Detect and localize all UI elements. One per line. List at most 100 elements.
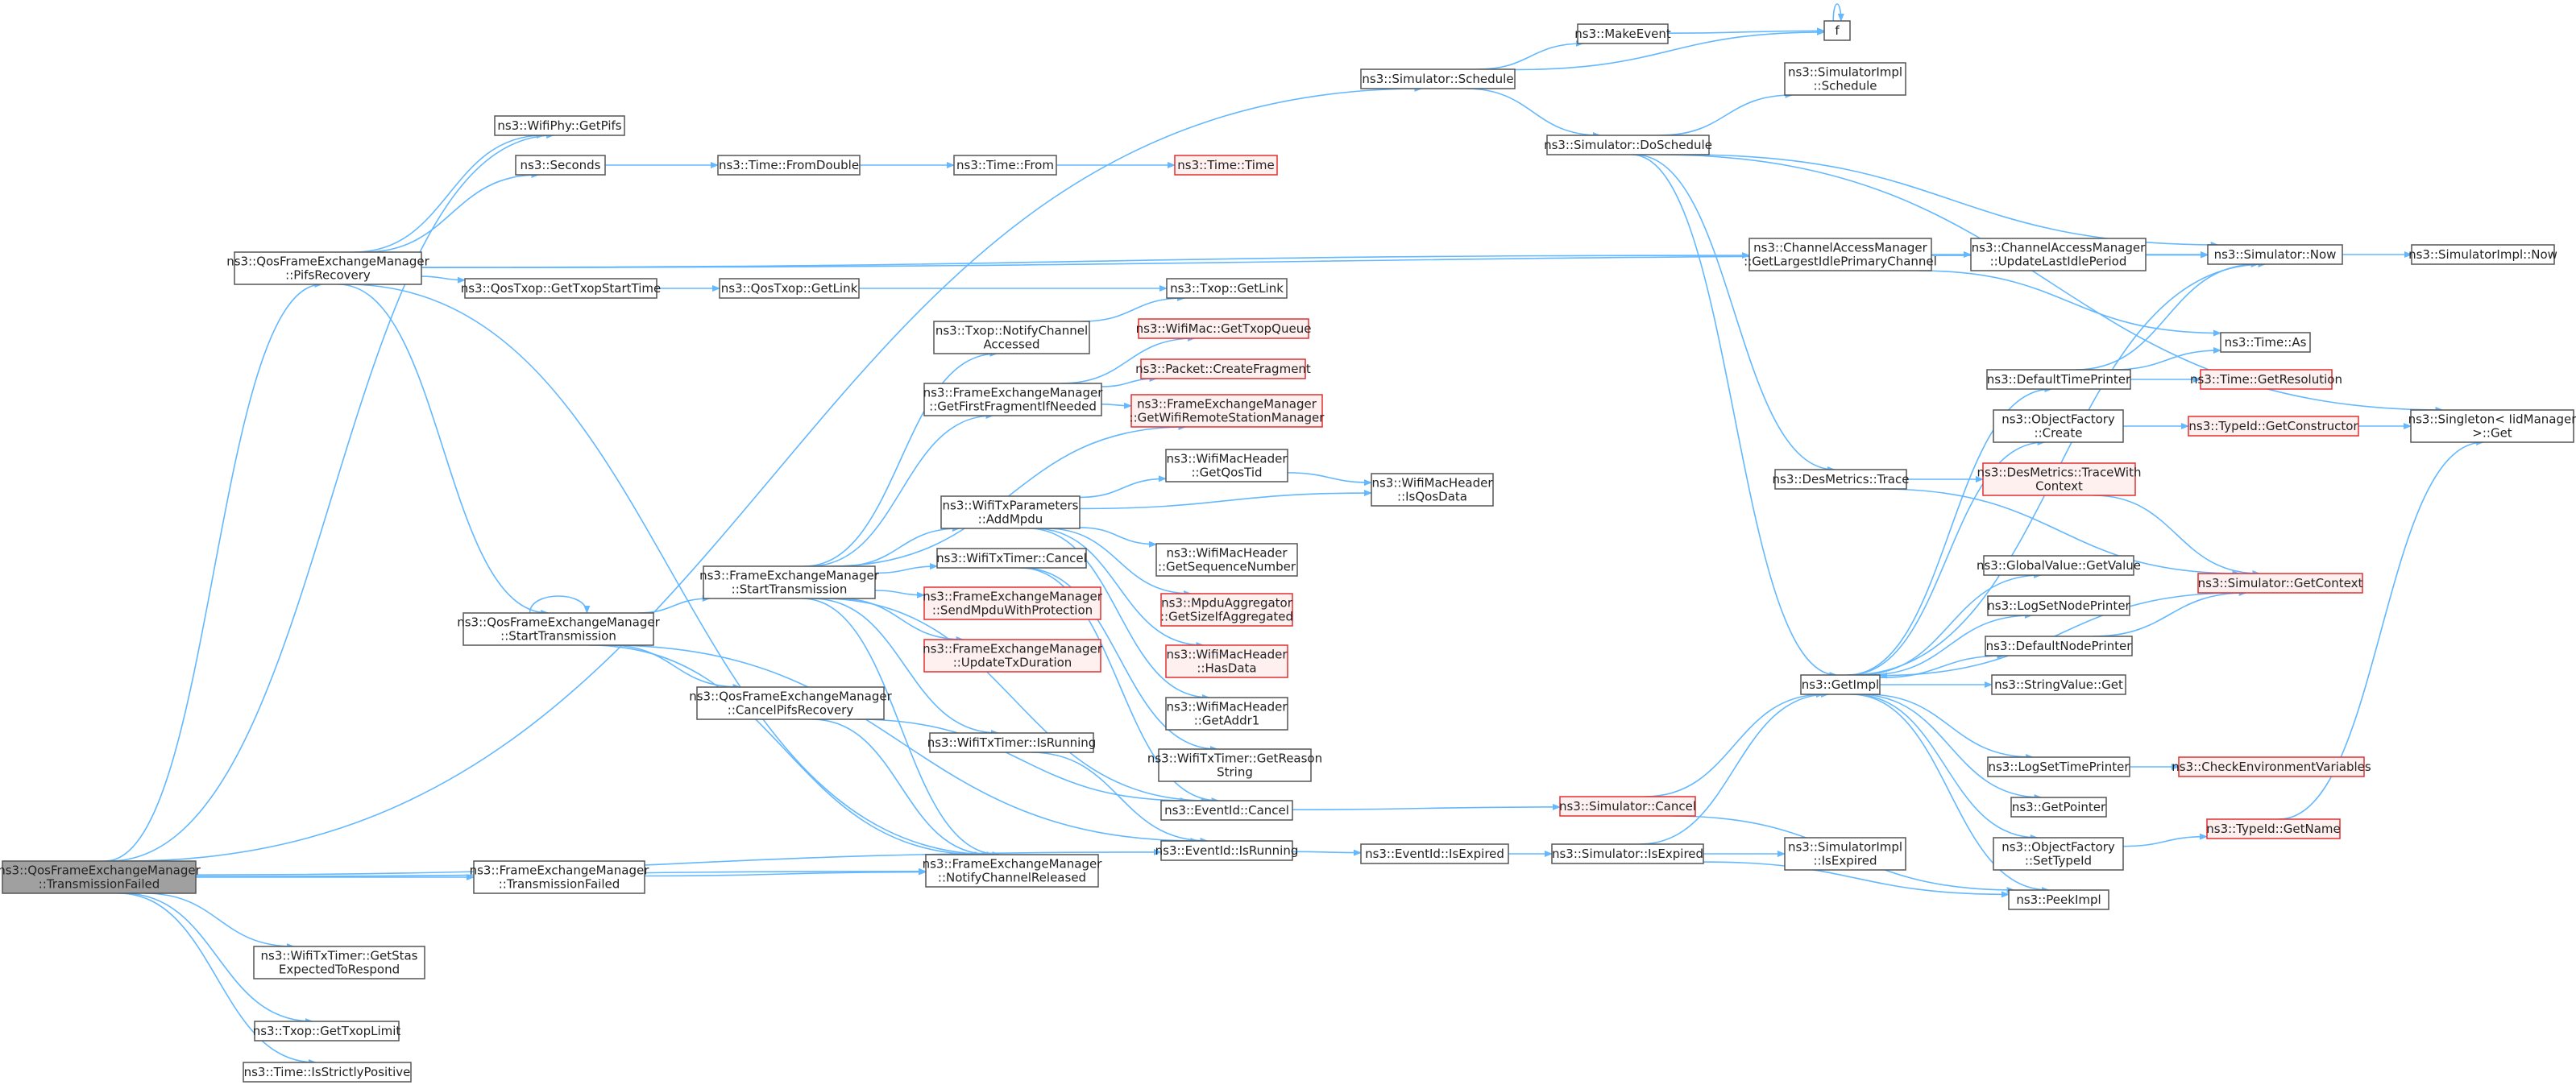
node-pifsrecovery[interactable]: ns3::QosFrameExchangeManager::PifsRecove… xyxy=(226,251,430,285)
node-root[interactable]: ns3::QosFrameExchangeManager::Transmissi… xyxy=(0,860,201,894)
node-getremote[interactable]: ns3::FrameExchangeManager::GetWifiRemote… xyxy=(1130,394,1325,428)
node-getfirstfrag[interactable]: ns3::FrameExchangeManager::GetFirstFragm… xyxy=(923,383,1104,416)
node-hasdata[interactable]: ns3::WifiMacHeader::HasData xyxy=(1165,644,1288,678)
node-gettxopqueue[interactable]: ns3::WifiMac::GetTxopQueue xyxy=(1136,318,1312,339)
node-defaulttimeprinter[interactable]: ns3::DefaultTimePrinter xyxy=(1986,369,2131,390)
edge-doschedule-to-simimplschedule xyxy=(1659,92,1794,136)
edge-txtimercancel-to-eventcancel xyxy=(1019,567,1220,804)
node-label: ns3::ChannelAccessManager::UpdateLastIdl… xyxy=(1972,241,2146,269)
node-fem_txfailed[interactable]: ns3::FrameExchangeManager::TransmissionF… xyxy=(470,860,650,894)
node-txopgetlink[interactable]: ns3::Txop::GetLink xyxy=(1166,278,1288,299)
node-box xyxy=(1784,837,1906,871)
node-box xyxy=(1991,674,2126,695)
node-largestidle[interactable]: ns3::ChannelAccessManager::GetLargestIdl… xyxy=(1744,238,1937,271)
node-txtimerisrunning[interactable]: ns3::WifiTxTimer::IsRunning xyxy=(927,732,1097,753)
edge-getimpl-to-objfactorysettypeid xyxy=(1852,694,2039,841)
node-simcancel[interactable]: ns3::Simulator::Cancel xyxy=(1559,796,1696,817)
node-updatetxdur[interactable]: ns3::FrameExchangeManager::UpdateTxDurat… xyxy=(923,639,1103,673)
edge-getimpl-to-objfactorycreate xyxy=(1848,439,2046,676)
node-isstrictlypos[interactable]: ns3::Time::IsStrictlyPositive xyxy=(243,1062,412,1083)
node-box xyxy=(243,1062,412,1083)
node-notifychanrel[interactable]: ns3::FrameExchangeManager::NotifyChannel… xyxy=(923,854,1103,888)
node-simimplnow[interactable]: ns3::SimulatorImpl::Now xyxy=(2408,244,2557,265)
node-seconds[interactable]: ns3::Seconds xyxy=(515,155,606,176)
node-qosgetlink[interactable]: ns3::QosTxop::GetLink xyxy=(719,278,860,299)
edge-objfactorysettypeid-to-typeidgetname xyxy=(2122,833,2208,847)
node-cancelpifs[interactable]: ns3::QosFrameExchangeManager::CancelPifs… xyxy=(689,686,893,720)
node-getpifs[interactable]: ns3::WifiPhy::GetPifs xyxy=(494,115,625,136)
node-sendmpdu[interactable]: ns3::FrameExchangeManager::SendMpduWithP… xyxy=(923,586,1103,620)
node-eventisrunning[interactable]: ns3::EventId::IsRunning xyxy=(1155,840,1299,861)
node-checkenv[interactable]: ns3::CheckEnvironmentVariables xyxy=(2172,756,2371,777)
node-simnow[interactable]: ns3::Simulator::Now xyxy=(2207,244,2343,265)
node-timetime[interactable]: ns3::Time::Time xyxy=(1174,155,1278,176)
edge-getimpl-to-defaultnodeprinter xyxy=(1879,652,2006,679)
node-timefrom[interactable]: ns3::Time::From xyxy=(953,155,1057,176)
edge-layer xyxy=(105,3,2485,1066)
node-box xyxy=(464,278,657,299)
node-addmpdu[interactable]: ns3::WifiTxParameters::AddMpdu xyxy=(940,495,1081,529)
node-label: ns3::GlobalValue::GetValue xyxy=(1977,558,2141,573)
node-getconstructor[interactable]: ns3::TypeId::GetConstructor xyxy=(2188,416,2359,437)
node-label: ns3::Time::As xyxy=(2225,335,2307,350)
node-defaultnodeprinter[interactable]: ns3::DefaultNodePrinter xyxy=(1985,636,2133,656)
node-stringvalueget[interactable]: ns3::StringValue::Get xyxy=(1991,674,2126,695)
node-makeevent[interactable]: ns3::MakeEvent xyxy=(1574,23,1671,44)
edge-root-to-getpifs xyxy=(109,132,555,862)
node-peekimpl[interactable]: ns3::PeekImpl xyxy=(2008,889,2109,910)
node-schedule[interactable]: ns3::Simulator::Schedule xyxy=(1360,68,1516,89)
node-logsettime[interactable]: ns3::LogSetTimePrinter xyxy=(1987,756,2130,777)
node-label: ns3::Simulator::Cancel xyxy=(1559,799,1696,814)
node-eventcancel[interactable]: ns3::EventId::Cancel xyxy=(1160,800,1293,821)
node-label: ns3::GetPointer xyxy=(2012,800,2106,814)
node-getresolution[interactable]: ns3::Time::GetResolution xyxy=(2190,369,2342,390)
node-getaddr1[interactable]: ns3::WifiMacHeader::GetAddr1 xyxy=(1165,697,1288,731)
node-objfactorycreate[interactable]: ns3::ObjectFactory::Create xyxy=(1993,409,2124,443)
node-label: ns3::FrameExchangeManager::TransmissionF… xyxy=(470,863,650,892)
node-label: ns3::LogSetTimePrinter xyxy=(1988,760,2130,774)
node-fromdouble[interactable]: ns3::Time::FromDouble xyxy=(717,155,861,176)
node-label: ns3::QosFrameExchangeManager::CancelPifs… xyxy=(689,690,892,718)
node-isqosdata[interactable]: ns3::WifiMacHeader::IsQosData xyxy=(1371,473,1494,507)
node-fem_starttx[interactable]: ns3::FrameExchangeManager::StartTransmis… xyxy=(699,565,880,599)
node-txtimercancel[interactable]: ns3::WifiTxTimer::Cancel xyxy=(936,548,1087,569)
node-getsizeifagg[interactable]: ns3::MpduAggregator::GetSizeIfAggregated xyxy=(1160,593,1293,627)
node-qos_starttx[interactable]: ns3::QosFrameExchangeManager::StartTrans… xyxy=(457,612,661,646)
node-box xyxy=(1559,796,1696,817)
node-getimpl[interactable]: ns3::GetImpl xyxy=(1800,674,1881,695)
node-gettxopstart[interactable]: ns3::QosTxop::GetTxopStartTime xyxy=(461,278,662,299)
node-label: ns3::Simulator::IsExpired xyxy=(1552,847,1703,861)
node-singletonget[interactable]: ns3::Singleton< IidManager>::Get xyxy=(2408,409,2576,443)
node-label: ns3::WifiMac::GetTxopQueue xyxy=(1136,321,1312,336)
node-label: ns3::Txop::GetTxopLimit xyxy=(253,1024,401,1038)
node-getqostid[interactable]: ns3::WifiMacHeader::GetQosTid xyxy=(1165,449,1288,482)
node-destrace[interactable]: ns3::DesMetrics::Trace xyxy=(1773,469,1910,490)
node-box xyxy=(1158,748,1312,782)
edge-pifsrecovery-to-gettxopstart xyxy=(421,275,466,284)
edge-fem_starttx-to-updatetxdur xyxy=(838,598,964,643)
node-box xyxy=(929,732,1094,753)
node-globalvalue[interactable]: ns3::GlobalValue::GetValue xyxy=(1977,555,2141,576)
node-logsetnode[interactable]: ns3::LogSetNodePrinter xyxy=(1987,595,2131,616)
node-timeas[interactable]: ns3::Time::As xyxy=(2220,332,2311,353)
node-updatelastidle[interactable]: ns3::ChannelAccessManager::UpdateLastIdl… xyxy=(1970,238,2147,271)
node-label: ns3::Txop::GetLink xyxy=(1170,281,1284,296)
node-f[interactable]: f xyxy=(1823,20,1851,41)
node-gettxoplimit[interactable]: ns3::Txop::GetTxopLimit xyxy=(253,1021,401,1042)
node-simimplisexpired[interactable]: ns3::SimulatorImpl::IsExpired xyxy=(1784,837,1906,871)
node-getpointer[interactable]: ns3::GetPointer xyxy=(2010,797,2107,818)
node-typeidgetname[interactable]: ns3::TypeId::GetName xyxy=(2206,818,2341,839)
node-createfragment[interactable]: ns3::Packet::CreateFragment xyxy=(1135,358,1311,379)
node-objfactorysettypeid[interactable]: ns3::ObjectFactory::SetTypeId xyxy=(1993,837,2124,871)
node-simimplschedule[interactable]: ns3::SimulatorImpl::Schedule xyxy=(1784,62,1906,96)
node-doschedule[interactable]: ns3::Simulator::DoSchedule xyxy=(1544,135,1712,155)
node-simisexpired[interactable]: ns3::Simulator::IsExpired xyxy=(1551,843,1704,864)
node-simgetcontext[interactable]: ns3::Simulator::GetContext xyxy=(2197,573,2363,594)
node-getseqnum[interactable]: ns3::WifiMacHeader::GetSequenceNumber xyxy=(1155,543,1298,577)
node-eventisexpired[interactable]: ns3::EventId::IsExpired xyxy=(1360,843,1509,864)
node-label: ns3::Time::FromDouble xyxy=(719,158,859,172)
